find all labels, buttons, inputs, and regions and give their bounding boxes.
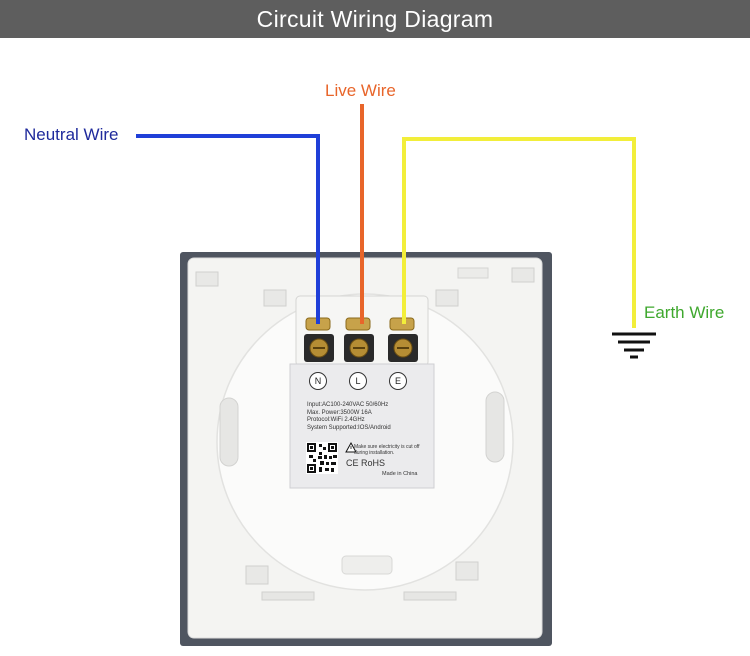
socket-e: [388, 334, 418, 362]
terminal-letter-n: N: [309, 372, 327, 390]
mount-slot-left: [219, 397, 239, 467]
ground-symbol-icon: [612, 332, 656, 359]
diagram-title: Circuit Wiring Diagram: [0, 0, 750, 38]
spec-text: Input:AC100-240VAC 50/60Hz Max. Power:35…: [307, 402, 391, 432]
screw-l: [345, 317, 371, 331]
made-in-text: Made in China: [382, 471, 418, 477]
certification-marks: CE RoHS: [346, 458, 386, 468]
warning-icon: [345, 441, 357, 453]
neutral-wire-label: Neutral Wire: [24, 125, 119, 144]
spec-line: Protocol:WiFi 2.4GHz: [307, 417, 365, 424]
earth-wire-label: Earth Wire: [644, 303, 725, 322]
live-wire-label: Live Wire: [325, 81, 396, 100]
socket-l: [344, 334, 374, 362]
qr-code: [306, 442, 338, 474]
terminal-letter-e: E: [389, 372, 407, 390]
terminal-letter-l: L: [349, 372, 367, 390]
earth-wire: [402, 137, 636, 328]
spec-line: Input:AC100-240VAC 50/60Hz: [307, 402, 389, 408]
spec-line: System Supported:IOS/Android: [307, 424, 391, 431]
socket-n: [304, 334, 334, 362]
neutral-wire: [136, 134, 320, 324]
spec-line: Max. Power:3500W 16A: [307, 409, 372, 416]
warning-text: Make sure electricity is cut off during …: [354, 444, 420, 456]
mount-slot-right: [485, 391, 505, 463]
